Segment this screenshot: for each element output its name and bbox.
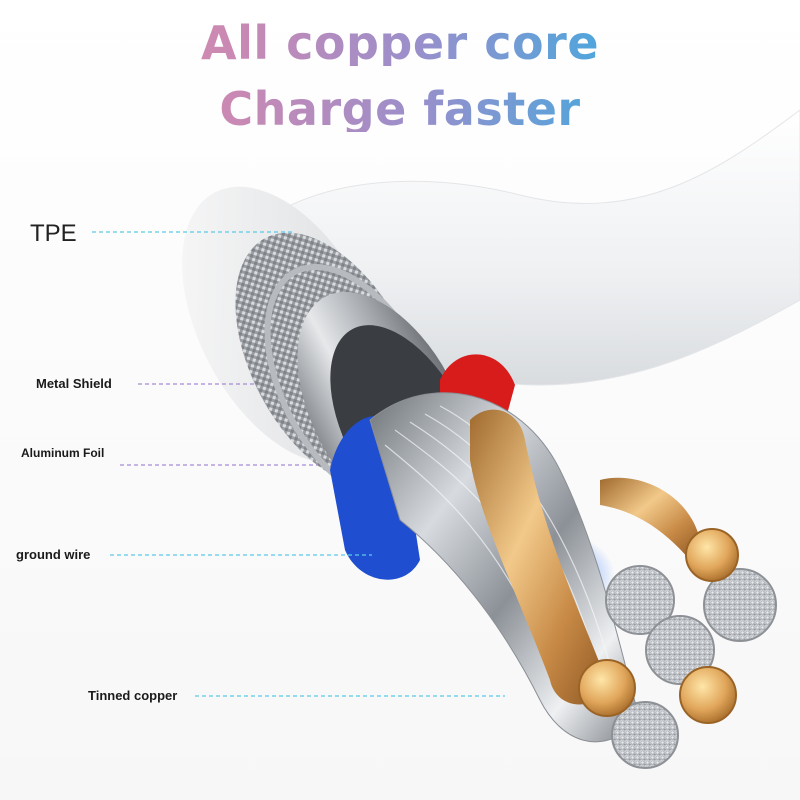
label-tinned-copper: Tinned copper xyxy=(88,688,178,703)
tinned-end-2 xyxy=(703,568,777,642)
label-aluminum-foil: Aluminum Foil xyxy=(21,446,105,460)
label-tpe: TPE xyxy=(30,220,77,247)
copper-end-2 xyxy=(578,659,636,717)
copper-end-3 xyxy=(679,666,737,724)
copper-core-right xyxy=(600,477,700,560)
leader-lines xyxy=(92,231,505,697)
tinned-end-3 xyxy=(645,615,715,685)
tinned-end-1 xyxy=(605,565,675,635)
tinned-end-4 xyxy=(611,701,679,769)
headline-line-1: All copper core xyxy=(0,20,800,66)
label-metal-shield: Metal Shield xyxy=(36,376,112,391)
headline-line-2: Charge faster xyxy=(0,86,800,132)
copper-end-1 xyxy=(685,528,739,582)
label-ground-wire: ground wire xyxy=(16,547,91,562)
copper-core xyxy=(470,409,610,705)
